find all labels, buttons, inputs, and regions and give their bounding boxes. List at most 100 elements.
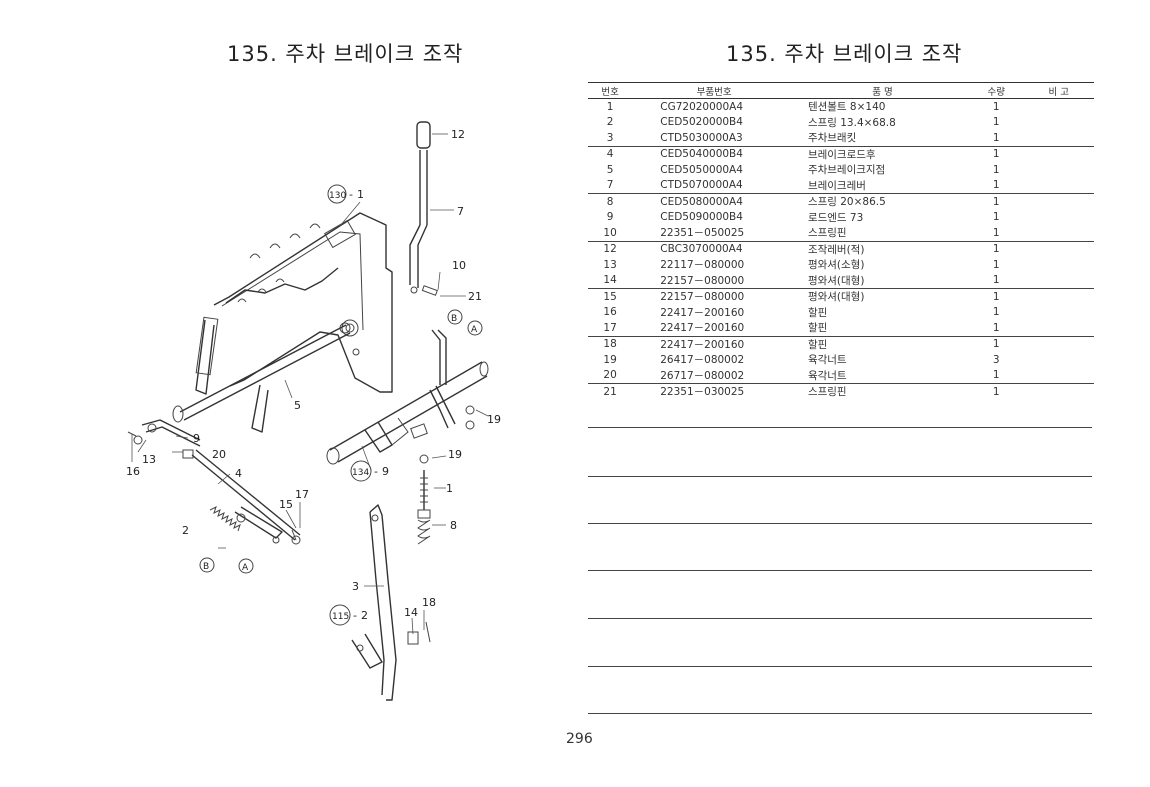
cell-no: 3 xyxy=(606,131,614,144)
cell-no: 4 xyxy=(588,145,633,162)
table-header-row: 번호 부품번호 품 명 수량 비 고 xyxy=(588,82,1094,99)
callout-115-dash: - xyxy=(353,609,357,622)
callout-130: 130 xyxy=(329,191,346,201)
cell-no: 1 xyxy=(606,100,614,113)
cell-qty: 1 xyxy=(992,369,1000,382)
cell-part-no: 22117－080000 xyxy=(660,259,745,272)
callout-8: 8 xyxy=(450,519,457,532)
callout-130-sub: - xyxy=(349,188,353,201)
cell-remarks xyxy=(1023,240,1094,257)
callout-circle-134 xyxy=(350,460,372,482)
header-name: 품 명 xyxy=(795,82,970,99)
callout-a-lower: A xyxy=(242,563,249,573)
cell-qty: 1 xyxy=(992,163,1000,176)
cell-no: 13 xyxy=(603,258,617,271)
callout-2-lower: 2 xyxy=(361,609,368,622)
cell-name: 할핀 xyxy=(807,322,828,335)
cell-name: 할핀 xyxy=(807,306,828,319)
main-tube-drawing xyxy=(326,329,489,465)
cell-part-no: 26417－080002 xyxy=(660,354,745,367)
cell-no: 16 xyxy=(603,306,617,319)
cell-qty: 1 xyxy=(969,288,1024,305)
cell-part-no: CED5080000A4 xyxy=(632,193,796,210)
cell-no: 19 xyxy=(603,353,617,366)
callout-labels: 12 130 - 1 7 10 21 B A 5 9 20 13 16 4 2 … xyxy=(126,128,501,626)
cell-no: 7 xyxy=(606,179,614,192)
callout-circle-a-lower xyxy=(238,558,254,574)
cell-part-no: 22157－080000 xyxy=(660,274,745,287)
cell-qty: 1 xyxy=(992,226,1000,239)
cell-qty: 1 xyxy=(969,145,1024,162)
cell-part-no: 22417－200160 xyxy=(632,335,796,352)
callout-18: 18 xyxy=(422,596,436,609)
cell-qty: 1 xyxy=(969,193,1024,210)
cell-part-no: CG72020000A4 xyxy=(660,100,744,113)
cell-qty: 1 xyxy=(992,131,1000,144)
cell-no: 2 xyxy=(606,116,614,129)
leader-lines xyxy=(131,133,489,635)
cell-no: 5 xyxy=(606,163,614,176)
cell-remarks xyxy=(1023,335,1094,352)
cell-no: 20 xyxy=(603,369,617,382)
callout-9-left: 9 xyxy=(193,432,200,445)
fasteners-drawing xyxy=(127,405,475,643)
callout-b-upper: B xyxy=(451,314,457,324)
page-number: 296 xyxy=(566,731,593,747)
cell-name: 주차브레이크지점 xyxy=(807,164,886,177)
cell-part-no: CED5020000B4 xyxy=(660,116,743,129)
cell-name: 주차브래킷 xyxy=(807,132,857,145)
cell-name: 브레이크레버 xyxy=(807,179,866,192)
cell-remarks xyxy=(1023,352,1094,368)
cell-remarks xyxy=(1023,178,1094,194)
brake-lever-drawing xyxy=(409,121,438,296)
cell-qty: 1 xyxy=(992,306,1000,319)
cell-qty: 1 xyxy=(992,274,1000,287)
callout-circle-b-lower xyxy=(199,557,215,573)
cell-part-no: 22157－080000 xyxy=(632,288,796,305)
callout-14: 14 xyxy=(404,606,418,619)
cell-name: 로드엔드 73 xyxy=(807,211,864,224)
cell-no: 17 xyxy=(603,321,617,334)
callout-13: 13 xyxy=(142,453,156,466)
cell-qty: 1 xyxy=(992,100,1000,113)
cell-name: 평와셔(대형) xyxy=(807,274,865,287)
cell-name: 스프링핀 xyxy=(795,383,970,400)
header-remarks: 비 고 xyxy=(1023,82,1094,99)
callout-circle-115 xyxy=(329,604,351,626)
cell-remarks xyxy=(1023,115,1094,131)
cell-name: 브레이크로드후 xyxy=(795,145,970,162)
callout-21: 21 xyxy=(468,290,482,303)
cell-no: 8 xyxy=(588,193,633,210)
cell-no: 21 xyxy=(588,383,633,400)
cell-name: 할핀 xyxy=(795,335,970,352)
cell-remarks xyxy=(1023,225,1094,241)
cell-name: 스프링 20×86.5 xyxy=(795,193,970,210)
cell-qty: 1 xyxy=(969,383,1024,400)
exploded-parts-diagram: 12 130 - 1 7 10 21 B A 5 9 20 13 16 4 2 … xyxy=(126,121,501,701)
cell-remarks xyxy=(1023,383,1094,400)
callout-3: 3 xyxy=(352,580,359,593)
cell-remarks xyxy=(1023,130,1094,146)
cell-name: 스프링핀 xyxy=(807,227,847,240)
blank-rule-line xyxy=(588,427,1092,428)
callout-circle-b-upper xyxy=(447,309,463,325)
callout-15: 15 xyxy=(279,498,293,511)
tension-bolt-spring-drawing xyxy=(417,454,431,545)
callout-5: 5 xyxy=(294,399,301,412)
cell-qty: 1 xyxy=(992,179,1000,192)
